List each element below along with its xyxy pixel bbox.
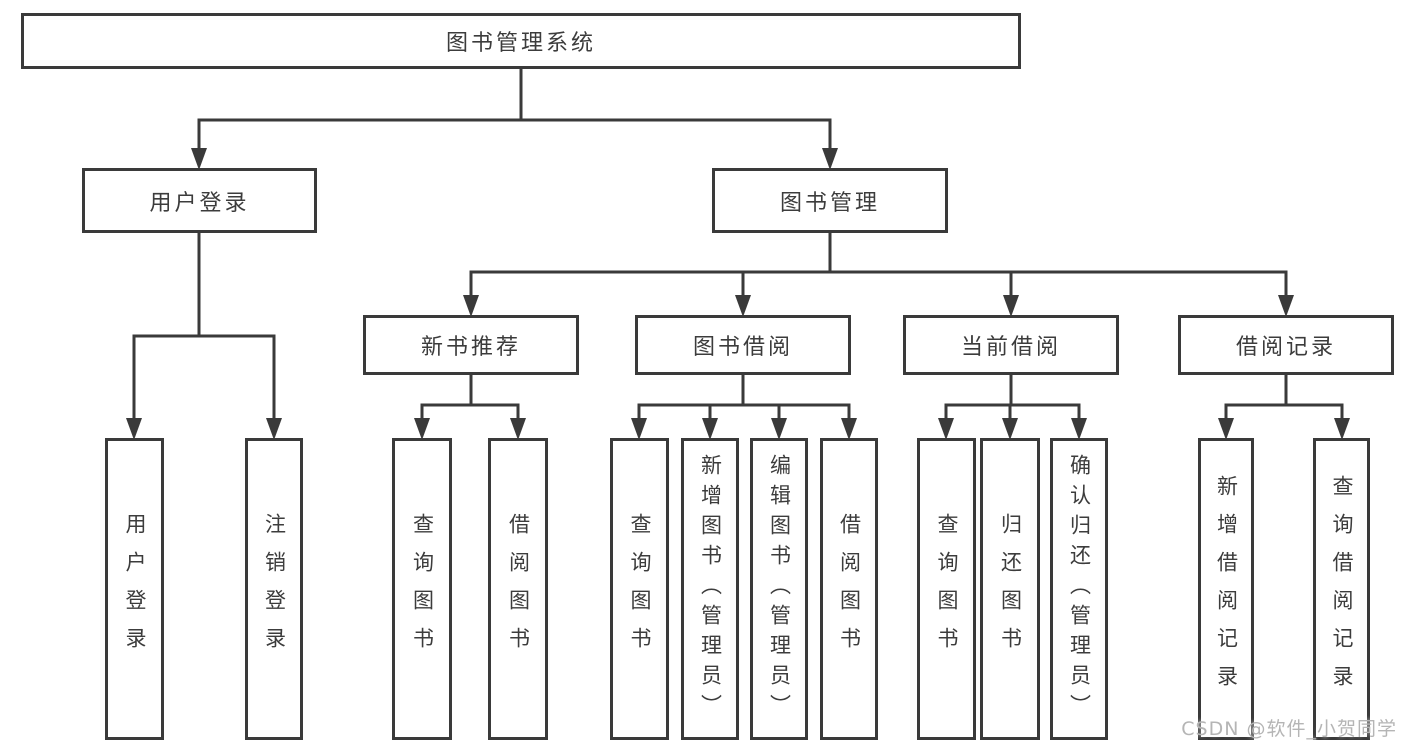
node-leaf-query-book-2: 查询图书 <box>610 438 669 740</box>
node-leaf-confirm-return: 确认归还（管理员） <box>1050 438 1108 740</box>
node-leaf-query-book-1: 查询图书 <box>392 438 452 740</box>
node-leaf-user-login: 用户登录 <box>105 438 164 740</box>
node-leaf-query-record: 查询借阅记录 <box>1313 438 1370 740</box>
node-leaf-add-book: 新增图书（管理员） <box>681 438 739 740</box>
watermark: CSDN @软件_小贺同学 <box>1181 718 1397 740</box>
node-leaf-return-book: 归还图书 <box>980 438 1040 740</box>
node-new-book-rec: 新书推荐 <box>363 315 579 375</box>
node-leaf-edit-book: 编辑图书（管理员） <box>750 438 808 740</box>
node-leaf-borrow-book-1: 借阅图书 <box>488 438 548 740</box>
node-book-borrow: 图书借阅 <box>635 315 851 375</box>
node-current-borrow: 当前借阅 <box>903 315 1119 375</box>
node-leaf-borrow-book-2: 借阅图书 <box>820 438 878 740</box>
node-leaf-add-record: 新增借阅记录 <box>1198 438 1254 740</box>
node-root: 图书管理系统 <box>21 13 1021 69</box>
node-borrow-records: 借阅记录 <box>1178 315 1394 375</box>
node-user-login-group: 用户登录 <box>82 168 317 233</box>
node-leaf-logout: 注销登录 <box>245 438 303 740</box>
node-leaf-query-book-3: 查询图书 <box>917 438 976 740</box>
node-book-mgmt: 图书管理 <box>712 168 948 233</box>
